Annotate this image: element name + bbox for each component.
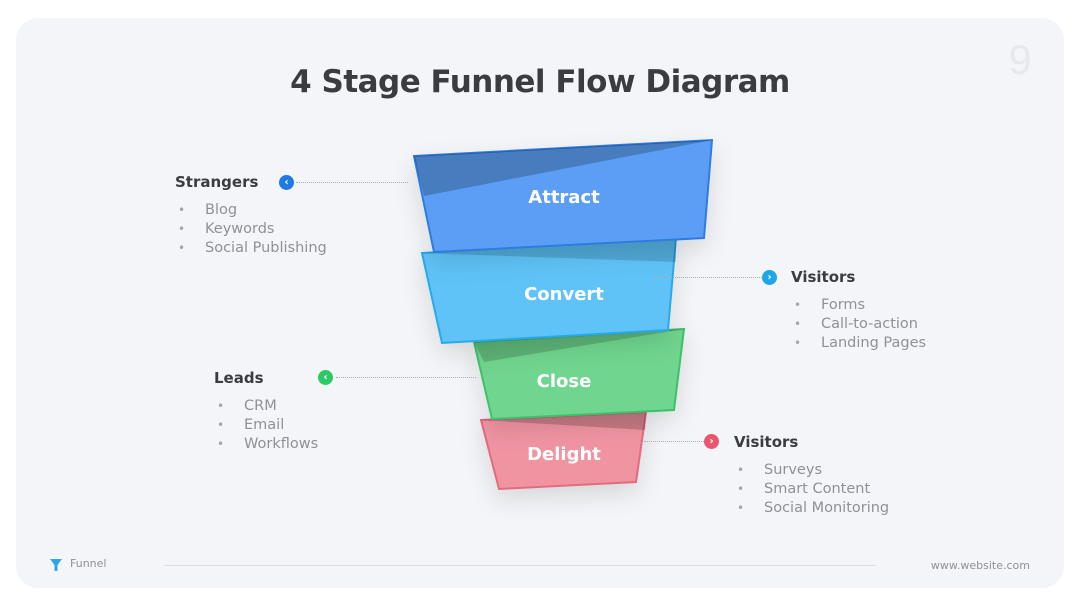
group-heading: Visitors: [734, 433, 799, 451]
stage-label-close: Close: [537, 371, 592, 392]
chevron-left-icon: ‹: [279, 175, 294, 190]
connector-visitors-1: [654, 277, 762, 278]
list-item: Surveys: [734, 461, 954, 480]
list-item: Landing Pages: [791, 334, 991, 353]
chevron-right-icon: ›: [762, 270, 777, 285]
list-item: Social Publishing: [175, 239, 375, 258]
group-heading: Visitors: [791, 268, 856, 286]
footer-url: www.website.com: [930, 559, 1030, 572]
footer-divider: [164, 565, 876, 566]
page-title: 4 Stage Funnel Flow Diagram: [290, 64, 790, 100]
connector-leads: [336, 377, 476, 378]
funnel-stage-close: Close: [472, 327, 686, 421]
group-heading: Strangers: [175, 173, 259, 191]
list-item: Smart Content: [734, 480, 954, 499]
item-list: Forms Call-to-action Landing Pages: [791, 296, 991, 353]
group-leads: Leads CRM Email Workflows: [214, 369, 414, 454]
list-item: Social Monitoring: [734, 499, 954, 518]
list-item: Email: [214, 416, 414, 435]
funnel-stage-delight: Delight: [479, 410, 648, 491]
list-item: Blog: [175, 201, 375, 220]
item-list: Surveys Smart Content Social Monitoring: [734, 461, 954, 518]
item-list: CRM Email Workflows: [214, 397, 414, 454]
footer-brand: Funnel: [70, 557, 107, 570]
list-item: Forms: [791, 296, 991, 315]
group-visitors-1: Visitors Forms Call-to-action Landing Pa…: [791, 268, 991, 353]
connector-visitors-2: [644, 441, 704, 442]
funnel-icon: [50, 559, 62, 571]
list-item: Keywords: [175, 220, 375, 239]
chevron-left-icon: ‹: [318, 370, 333, 385]
group-visitors-2: Visitors Surveys Smart Content Social Mo…: [734, 433, 954, 518]
stage-label-delight: Delight: [527, 444, 601, 465]
funnel-stage-attract: Attract: [412, 138, 714, 254]
group-strangers: Strangers Blog Keywords Social Publishin…: [175, 173, 375, 258]
stage-label-attract: Attract: [528, 187, 600, 208]
chevron-right-icon: ›: [704, 434, 719, 449]
stage-label-convert: Convert: [524, 284, 604, 305]
list-item: Call-to-action: [791, 315, 991, 334]
list-item: Workflows: [214, 435, 414, 454]
connector-strangers: [296, 182, 408, 183]
item-list: Blog Keywords Social Publishing: [175, 201, 375, 258]
page-number: 9: [1008, 36, 1032, 83]
group-heading: Leads: [214, 369, 264, 387]
funnel-stage-convert: Convert: [420, 236, 678, 345]
list-item: CRM: [214, 397, 414, 416]
